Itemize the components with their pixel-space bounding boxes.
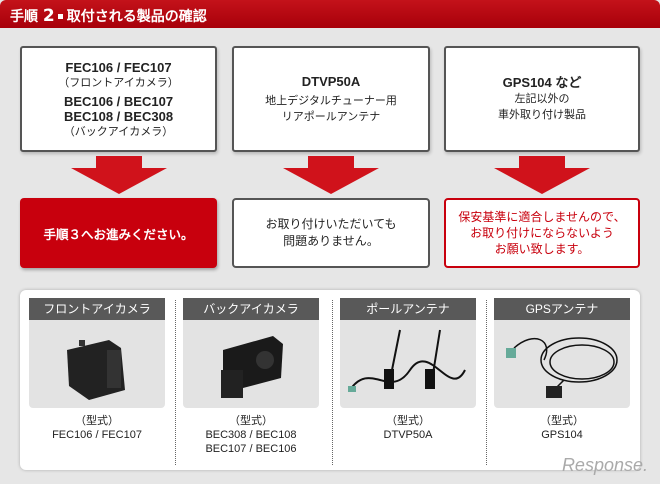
card-title: GPSアンテナ [494,298,630,320]
product-box-cameras: FEC106 / FEC107 （フロントアイカメラ） BEC106 / BEC… [20,46,217,152]
type-label: （型式） [540,415,584,427]
category-text: （バックアイカメラ） [63,124,174,138]
product-gallery: フロントアイカメラ （型式） FEC106 / FEC107 バックアイカメラ （… [20,290,640,470]
arrow-stem [519,156,565,170]
model-code: DTVP50A [383,429,433,441]
step-label: 手順 [10,9,38,25]
down-arrow-icon [283,168,379,194]
back-camera-icon [183,320,319,408]
result-ok: お取り付けいただいても 問題ありません。 [232,198,430,268]
card-title: フロントアイカメラ [29,298,165,320]
arrow-stem [308,156,354,170]
divider [175,300,176,465]
bullet-icon [57,13,63,19]
result-text: お取り付けにならないよう [470,226,614,240]
arrow-stem [96,156,142,170]
category-text: 車外取り付け製品 [498,108,586,121]
model-code: BEC308 / BEC108 [205,429,297,441]
section-title: 取付される製品の確認 [66,9,207,25]
model-code: BEC107 / BEC106 [205,443,297,455]
category-text: （フロントアイカメラ） [58,75,179,89]
divider [332,300,333,465]
result-text: 問題ありません。 [283,234,379,248]
model-text: DTVP50A [301,73,361,89]
category-text: 地上デジタルチューナー用 [265,93,397,107]
product-box-other: GPS104 など 左記以外の 車外取り付け製品 [444,46,640,152]
result-text: 保安基準に適合しませんので、 [458,210,626,224]
model-code: GPS104 [541,429,583,441]
model-text: BEC108 / BEC308 [63,108,174,124]
card-pole-antenna: ポールアンテナ （型式） DTVP50A [340,298,476,442]
type-label: （型式） [75,415,119,427]
model-text: FEC106 / FEC107 [65,59,172,75]
watermark-logo: Response. [561,455,648,475]
down-arrow-icon [494,168,590,194]
result-warning: 保安基準に適合しませんので、 お取り付けにならないよう お願い致します。 [444,198,640,268]
front-camera-icon [29,320,165,408]
card-title: ポールアンテナ [340,298,476,320]
card-gps-antenna: GPSアンテナ （型式） GPS104 [494,298,630,442]
model-code: FEC106 / FEC107 [52,429,142,441]
section-header: 手順 2 取付される製品の確認 [0,0,660,28]
down-arrow-icon [71,168,167,194]
category-text: 左記以外の [514,92,570,105]
pole-antenna-icon [340,320,476,408]
result-text: お願い致します。 [494,242,590,256]
product-box-antenna: DTVP50A 地上デジタルチューナー用 リアポールアンテナ [232,46,430,152]
gps-antenna-icon [494,320,630,408]
model-text: GPS104 など [502,75,582,90]
step-number: 2 [42,6,55,26]
type-label: （型式） [386,415,430,427]
result-text: 手順３へお進みください。 [43,226,194,242]
result-text: お取り付けいただいても [265,217,397,231]
card-front-camera: フロントアイカメラ （型式） FEC106 / FEC107 [29,298,165,442]
model-text: BEC106 / BEC107 [63,93,174,109]
type-label: （型式） [229,415,273,427]
result-proceed: 手順３へお進みください。 [20,198,217,268]
card-title: バックアイカメラ [183,298,319,320]
category-text: リアポールアンテナ [281,109,381,123]
divider [486,300,487,465]
